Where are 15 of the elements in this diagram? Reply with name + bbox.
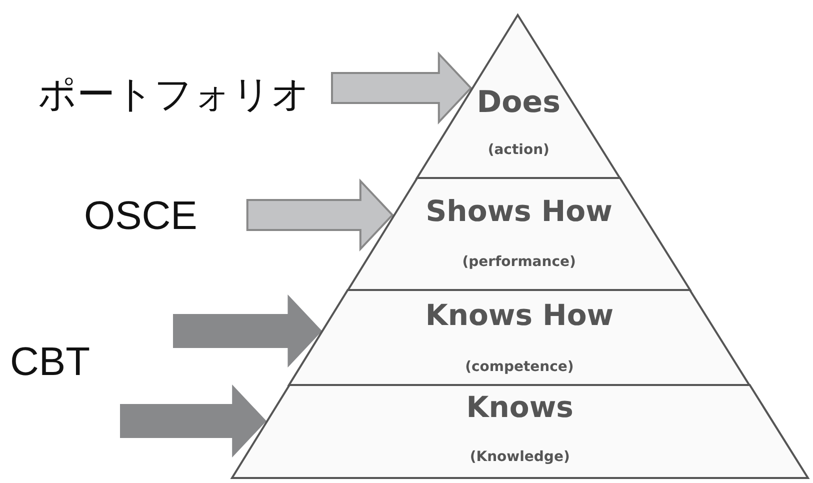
block-arrow: [246, 178, 394, 252]
block-arrow: [331, 51, 472, 125]
osce-label: OSCE: [84, 194, 198, 238]
tier-subtitle: (performance): [461, 255, 577, 269]
portfolio-label: ポートフォリオ: [38, 74, 310, 116]
block-arrow: [120, 384, 266, 458]
tier-title: Does: [476, 88, 562, 118]
tier-subtitle: (competence): [464, 360, 575, 374]
block-arrow: [173, 294, 322, 368]
tier-title: Knows: [465, 392, 574, 422]
tier-subtitle: (action): [486, 143, 550, 157]
tier-title: Shows How: [424, 196, 614, 226]
cbt-label: CBT: [10, 340, 90, 384]
tier-title: Knows How: [424, 300, 615, 330]
tier-subtitle: (Knowledge): [468, 450, 571, 464]
